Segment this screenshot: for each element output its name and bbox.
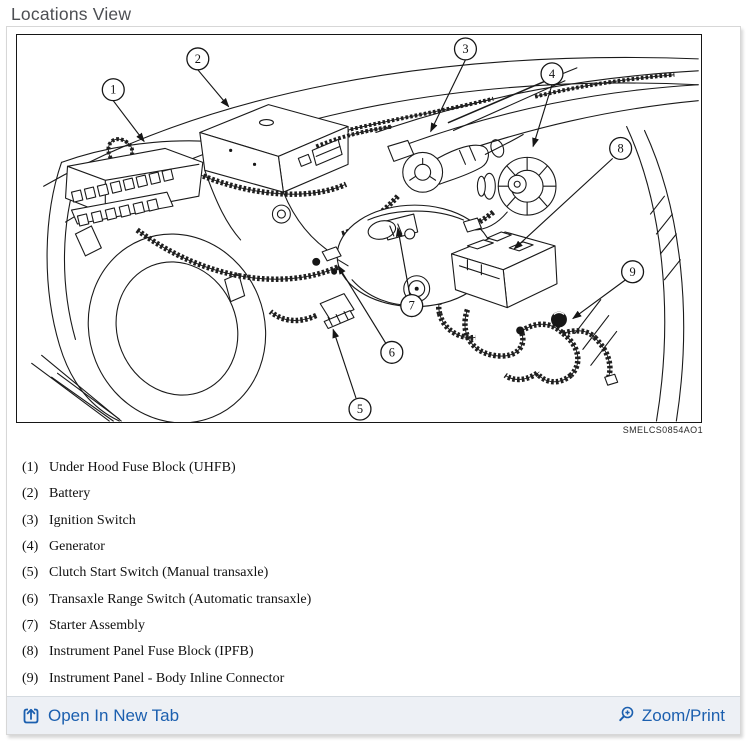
under-hood-fuse-block bbox=[64, 147, 204, 227]
open-in-new-tab-icon bbox=[23, 708, 39, 724]
callout-5: 5 bbox=[357, 402, 363, 416]
zoom-in-icon bbox=[619, 706, 634, 722]
callout-balloons: 1 2 3 4 5 6 7 8 bbox=[101, 37, 645, 421]
callout-1: 1 bbox=[110, 83, 116, 97]
legend-item-4: (4) Generator bbox=[22, 539, 105, 555]
legend-list: (1) Under Hood Fuse Block (UHFB) (2) Bat… bbox=[22, 455, 311, 692]
generator bbox=[462, 156, 557, 233]
locations-panel: 1 2 3 4 5 6 7 8 bbox=[6, 26, 741, 735]
instrument-panel-fuse-block bbox=[450, 231, 558, 309]
legend-item-5: (5) Clutch Start Switch (Manual transaxl… bbox=[22, 565, 269, 581]
legend-item-2: (2) Battery bbox=[22, 486, 91, 502]
footer-bar: Open In New Tab Zoom/Print bbox=[7, 696, 740, 734]
callout-4: 4 bbox=[549, 67, 556, 81]
transaxle-range-switch bbox=[312, 246, 349, 275]
ignition-switch bbox=[314, 124, 524, 193]
legend-item-9: (9) Instrument Panel - Body Inline Conne… bbox=[22, 670, 285, 686]
open-in-new-tab-link[interactable]: Open In New Tab bbox=[22, 706, 179, 726]
engine-compartment-diagram: 1 2 3 4 5 6 7 8 bbox=[16, 34, 702, 423]
callout-7: 7 bbox=[409, 299, 415, 313]
zoom-print-link[interactable]: Zoom/Print bbox=[616, 706, 725, 726]
diagram-area: 1 2 3 4 5 6 7 8 bbox=[16, 34, 704, 435]
callout-9: 9 bbox=[629, 265, 635, 279]
zoom-print-label: Zoom/Print bbox=[641, 705, 725, 725]
starter-assembly bbox=[367, 213, 419, 241]
engine-diagram-svg: 1 2 3 4 5 6 7 8 bbox=[31, 37, 699, 422]
wiring-harness bbox=[106, 72, 677, 386]
legend-item-7: (7) Starter Assembly bbox=[22, 617, 146, 633]
open-in-new-tab-label: Open In New Tab bbox=[48, 705, 180, 725]
clutch-start-switch bbox=[319, 293, 355, 330]
callout-8: 8 bbox=[618, 141, 624, 155]
page-title: Locations View bbox=[11, 4, 132, 24]
battery bbox=[199, 104, 349, 193]
legend-item-8: (8) Instrument Panel Fuse Block (IPFB) bbox=[22, 644, 254, 660]
legend-item-3: (3) Ignition Switch bbox=[22, 512, 136, 528]
diagram-watermark: SMELCS0854AO1 bbox=[622, 425, 703, 435]
callout-6: 6 bbox=[389, 345, 395, 359]
legend-item-6: (6) Transaxle Range Switch (Automatic tr… bbox=[22, 591, 312, 607]
callout-2: 2 bbox=[195, 52, 201, 66]
callout-3: 3 bbox=[462, 42, 468, 56]
callout-leader-lines bbox=[112, 59, 626, 399]
legend-item-1: (1) Under Hood Fuse Block (UHFB) bbox=[22, 460, 236, 476]
body-inline-connector bbox=[516, 311, 567, 335]
